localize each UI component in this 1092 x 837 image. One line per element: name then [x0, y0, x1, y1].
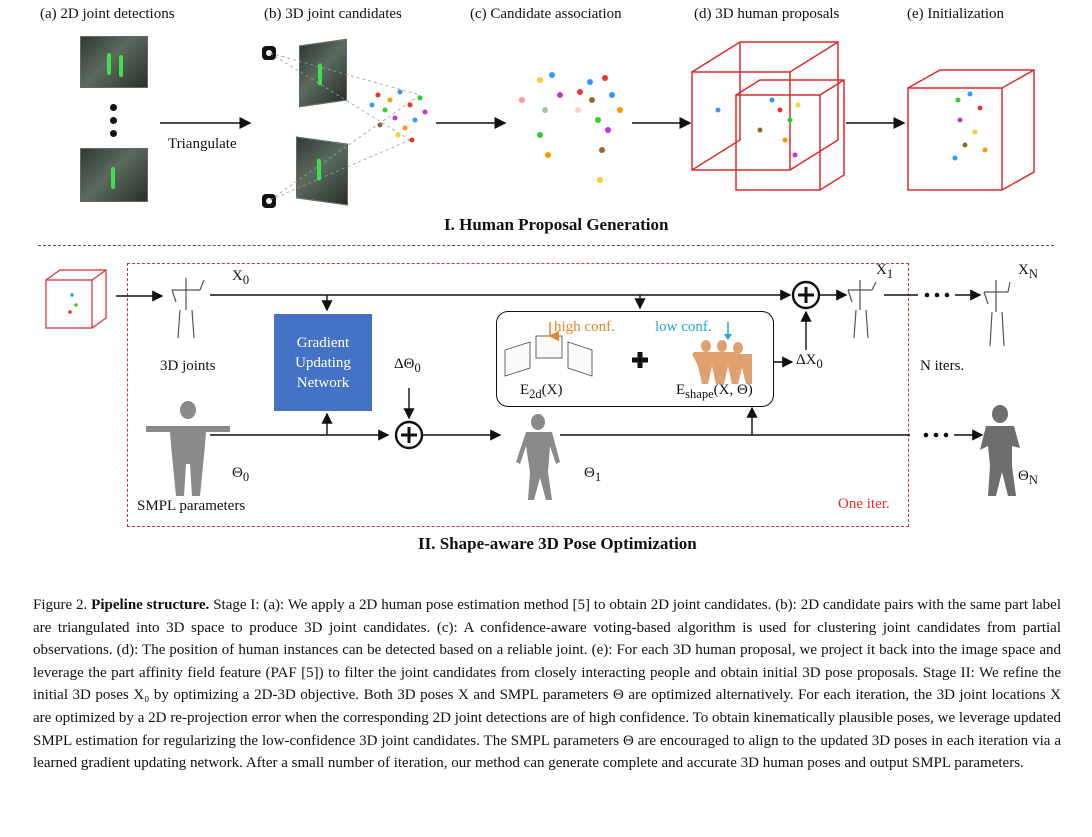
ellipsis-dot [110, 117, 117, 124]
gun-line3: Network [296, 374, 350, 391]
figure-caption: Figure 2. Pipeline structure. Stage I: (… [33, 594, 1061, 775]
joint-candidates-cloud [369, 89, 428, 143]
label-c: (c) Candidate association [470, 6, 622, 22]
stage1-title: I. Human Proposal Generation [444, 215, 669, 234]
theta0-label: Θ0 [232, 465, 250, 484]
smpl-body-n [980, 405, 1020, 496]
detection-image-top [80, 36, 148, 88]
low-conf-label: low conf. [655, 319, 712, 335]
input-proposal-box [45, 269, 107, 329]
ellipsis-dot [110, 130, 117, 137]
skeleton-x0 [171, 278, 205, 339]
delta-theta-label: ΔΘ0 [394, 356, 421, 375]
label-b: (b) 3D joint candidates [264, 6, 402, 22]
caption-text: Stage I: (a): We apply a 2D human pose e… [33, 597, 1062, 772]
stage1-graphics [160, 41, 1035, 201]
detection-image-bottom [80, 148, 148, 202]
skeleton-xn [983, 280, 1011, 347]
smpl-body-1 [516, 414, 560, 500]
gun-line1: Gradient [296, 334, 350, 351]
x0-label: X0 [232, 268, 250, 287]
joints-label: 3D joints [160, 358, 216, 374]
xn-label: XN [1018, 262, 1038, 281]
one-iter-label: One iter. [838, 496, 890, 512]
one-iteration-box [127, 263, 909, 527]
triangulate-label: Triangulate [168, 136, 237, 152]
init-box [907, 69, 1035, 191]
n-iters-label: N iters. [920, 358, 965, 374]
camera-icon [262, 194, 276, 208]
x1-label: X1 [876, 262, 894, 281]
e2d-views [504, 335, 593, 377]
thetan-label: ΘN [1018, 468, 1038, 487]
gradient-updating-network-box: Gradient Updating Network [274, 314, 372, 411]
smpl-label: SMPL parameters [137, 498, 246, 514]
eshape-label: Eshape(X, Θ) [676, 382, 753, 401]
high-conf-label: high conf. [554, 319, 615, 335]
skeleton-x1 [847, 280, 877, 339]
energy-box [496, 311, 774, 407]
init-points [952, 91, 988, 161]
association-points [519, 72, 623, 183]
ellipsis-dot [110, 104, 117, 111]
gun-line2: Updating [295, 354, 351, 371]
caption-fig-label: Figure 2. [33, 597, 88, 613]
proposal-boxes [691, 41, 845, 191]
stage2-graphics [45, 269, 1020, 500]
e2d-label: E2d(X) [520, 382, 563, 401]
stage-divider [38, 245, 1054, 246]
theta1-label: Θ1 [584, 465, 602, 484]
label-a: (a) 2D joint detections [40, 6, 175, 22]
caption-title: Pipeline structure. [91, 597, 210, 613]
smpl-body-0 [146, 401, 230, 496]
eshape-bodies [692, 340, 752, 384]
label-e: (e) Initialization [907, 6, 1005, 22]
label-d: (d) 3D human proposals [694, 6, 840, 22]
delta-x-label: ΔX0 [796, 352, 823, 371]
proposal-points [715, 97, 801, 158]
stage2-title: II. Shape-aware 3D Pose Optimization [418, 534, 697, 553]
camera-icon [262, 46, 276, 60]
